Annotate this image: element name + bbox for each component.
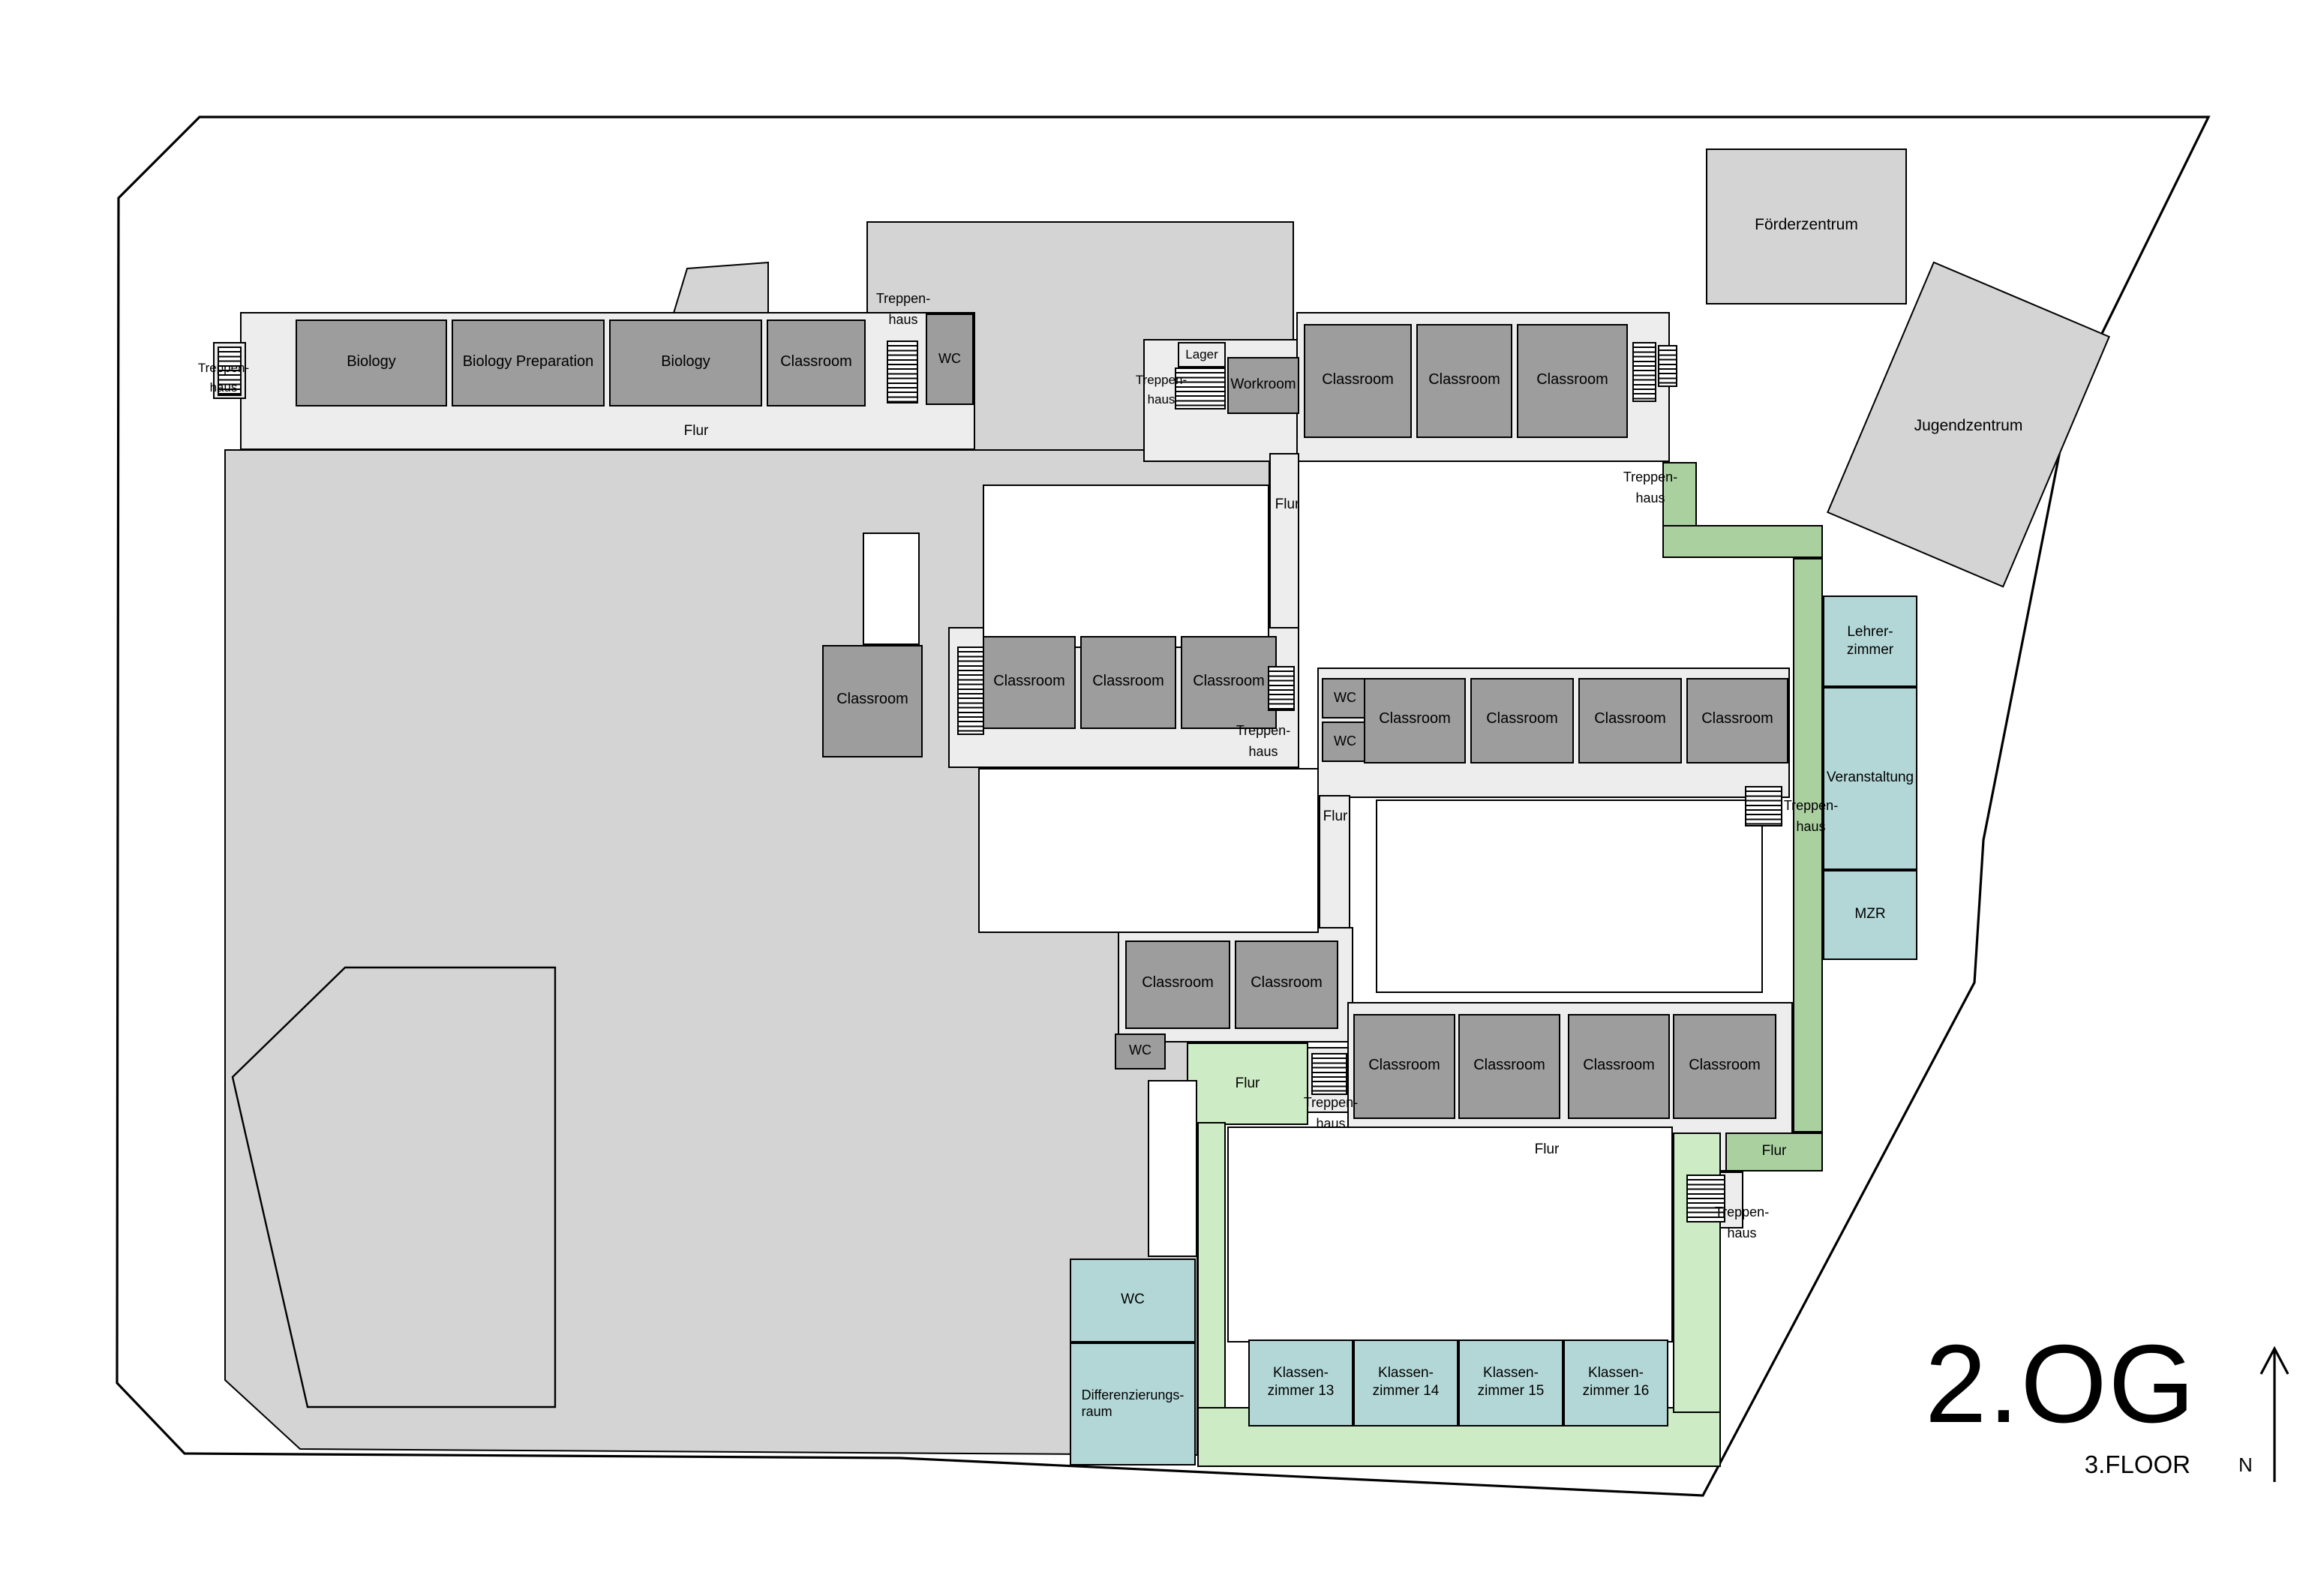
- room-classroom: Classroom: [1686, 678, 1788, 764]
- room-classroom: Classroom: [1568, 1014, 1670, 1119]
- stairs-icon: [218, 346, 242, 396]
- green-corridor-east: [1793, 558, 1823, 1132]
- room-classroom: Classroom: [1673, 1014, 1776, 1119]
- room-lehrerzimmer: Lehrer-zimmer: [1823, 596, 1917, 687]
- flur-label: Flur: [1235, 1075, 1260, 1092]
- stairs-icon: [1175, 368, 1226, 410]
- treppenhaus-label: Treppen-haus: [1783, 798, 1839, 833]
- courtyard-4: [1376, 800, 1763, 993]
- treppenhaus-label: Treppen-haus: [1135, 372, 1188, 406]
- treppenhaus-label: Treppen-haus: [1303, 1095, 1359, 1130]
- stairs-icon: [1311, 1053, 1347, 1095]
- corridor-flur-vertical-mid: [1269, 453, 1299, 645]
- floor-subtitle: 3.FLOOR: [2084, 1452, 2190, 1479]
- room-classroom: Classroom: [767, 320, 866, 406]
- room-classroom: Classroom: [1235, 940, 1338, 1029]
- room-differenzierungsraum: Differenzierungs-raum: [1070, 1342, 1196, 1466]
- room-classroom: Classroom: [1458, 1014, 1560, 1119]
- building-mass-pentagon: [231, 966, 557, 1408]
- green-flur-southeast: Flur: [1725, 1132, 1823, 1172]
- courtyard-3: [978, 768, 1319, 933]
- room-classroom: Classroom: [1353, 1014, 1455, 1119]
- building-foerderzentrum: Förderzentrum: [1706, 148, 1907, 304]
- treppenhaus-label: Treppen-haus: [875, 291, 931, 326]
- room-mzr: MZR: [1823, 870, 1917, 960]
- room-biology-preparation: Biology Preparation: [452, 320, 605, 406]
- stairs-icon: [1632, 342, 1656, 402]
- compass-north-label: N: [2238, 1454, 2253, 1476]
- lehrerzimmer-label: Lehrer-zimmer: [1846, 623, 1894, 658]
- flur-label: Flur: [1534, 1142, 1560, 1158]
- room-wc: WC: [926, 314, 974, 405]
- treppenhaus-label: Treppen-haus: [1714, 1204, 1770, 1240]
- room-classroom: Classroom: [983, 636, 1076, 729]
- green-flur-south: Flur: [1187, 1042, 1308, 1125]
- courtyard-5: [1227, 1126, 1673, 1342]
- stairs-icon: [887, 340, 918, 404]
- room-classroom: Classroom: [1080, 636, 1176, 729]
- courtyard-2: [863, 532, 920, 645]
- room-classroom: Classroom: [1181, 636, 1277, 729]
- differenzierungsraum-label: Differenzierungs-raum: [1081, 1387, 1185, 1420]
- north-arrow-icon: [2259, 1346, 2289, 1482]
- room-lager: Lager: [1178, 342, 1226, 368]
- room-biology-1: Biology: [296, 320, 447, 406]
- room-classroom: Classroom: [1364, 678, 1466, 764]
- room-classroom: Classroom: [1517, 324, 1628, 438]
- room-wc: WC: [1115, 1034, 1166, 1070]
- room-workroom: Workroom: [1227, 357, 1299, 414]
- room-classroom: Classroom: [1125, 940, 1230, 1029]
- room-klassenzimmer-13: Klassen-zimmer 13: [1248, 1340, 1353, 1426]
- flur-label: Flur: [1323, 808, 1348, 825]
- room-wc: WC: [1322, 722, 1368, 762]
- room-klassenzimmer-14: Klassen-zimmer 14: [1353, 1340, 1458, 1426]
- courtyard-1: [983, 484, 1269, 648]
- room-wc-south: WC: [1070, 1258, 1196, 1342]
- room-veranstaltung: Veranstaltung: [1823, 687, 1917, 870]
- room-biology-2: Biology: [609, 320, 762, 406]
- room-classroom: Classroom: [1470, 678, 1574, 764]
- room-classroom: Classroom: [822, 645, 923, 758]
- room-classroom: Classroom: [1416, 324, 1512, 438]
- green-corridor-elbow: [1662, 525, 1823, 558]
- treppenhaus-label: Treppen-haus: [197, 360, 250, 394]
- room-classroom: Classroom: [1304, 324, 1412, 438]
- courtyard-slot: [1148, 1080, 1197, 1257]
- foerderzentrum-label: Förderzentrum: [1755, 216, 1858, 235]
- flur-label: Flur: [1275, 496, 1300, 513]
- stairs-icon: [957, 646, 984, 735]
- floor-title: 2.OG: [1925, 1322, 2196, 1446]
- stairs-icon: [1686, 1174, 1725, 1222]
- room-wc: WC: [1322, 678, 1368, 718]
- stairs-icon: [1268, 666, 1295, 711]
- flur-label: Flur: [1761, 1143, 1787, 1160]
- room-klassenzimmer-15: Klassen-zimmer 15: [1458, 1340, 1563, 1426]
- room-klassenzimmer-16: Klassen-zimmer 16: [1563, 1340, 1668, 1426]
- treppenhaus-label: Treppen-haus: [1236, 723, 1291, 758]
- room-classroom: Classroom: [1578, 678, 1682, 764]
- stairs-icon: [1658, 345, 1677, 387]
- flur-label: Flur: [683, 423, 709, 440]
- treppenhaus-label: Treppen-haus: [1623, 470, 1678, 505]
- jugendzentrum-label: Jugendzentrum: [1914, 417, 2023, 435]
- stairs-icon: [1745, 786, 1782, 826]
